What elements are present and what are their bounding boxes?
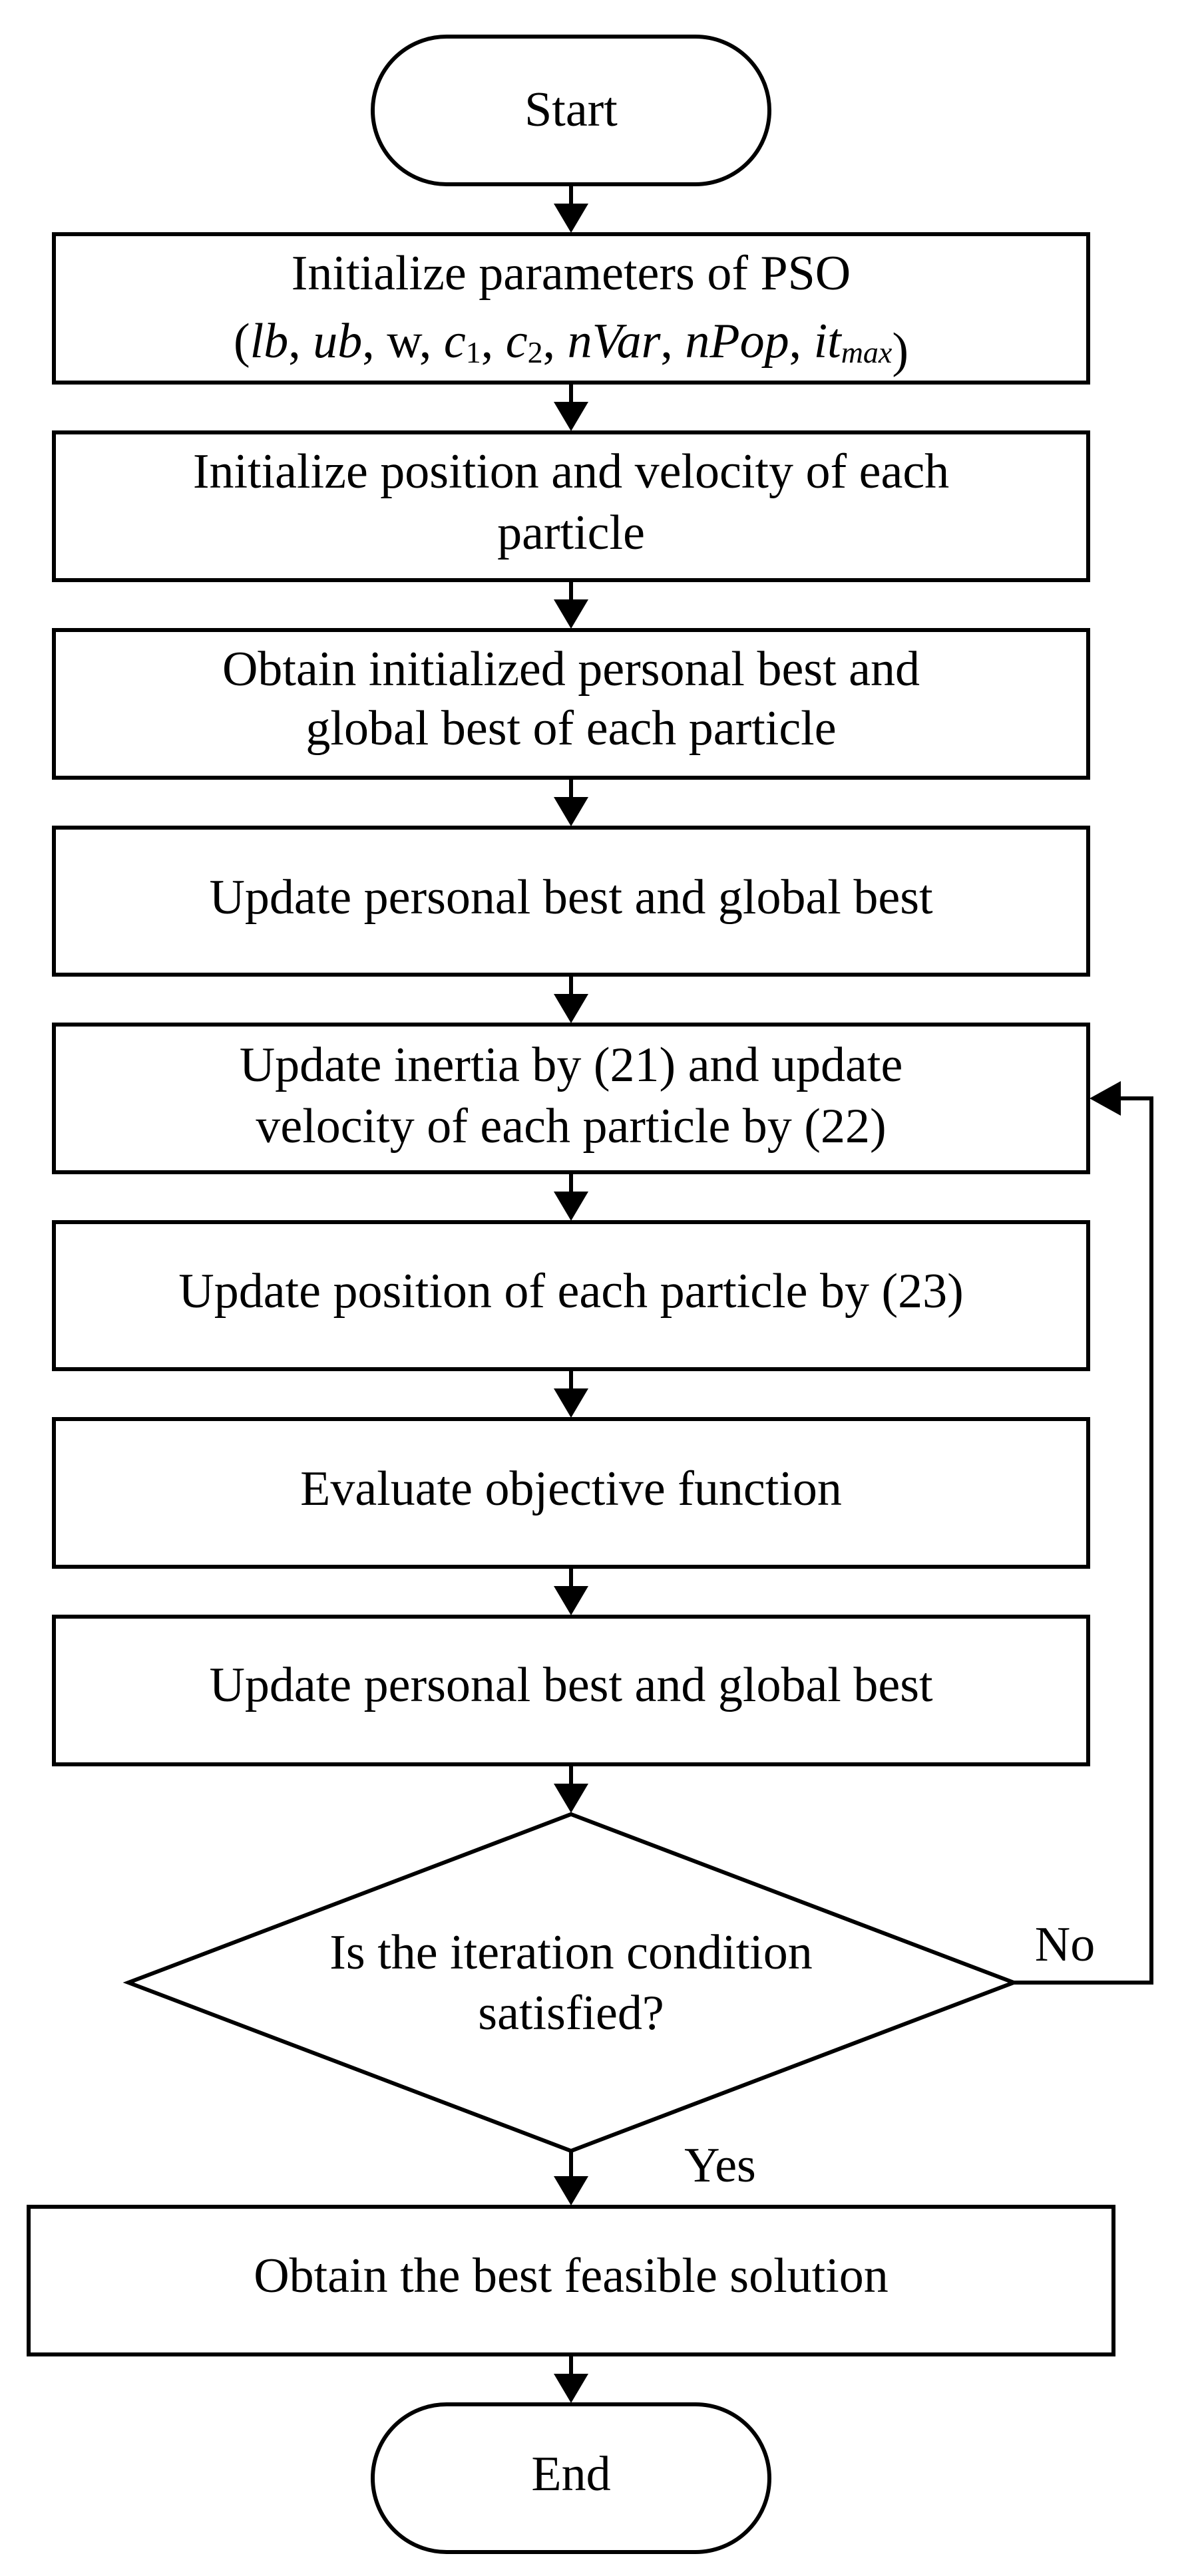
arrow-obtain-best-to-update-best xyxy=(554,778,588,826)
arrow-init-params-to-init-position xyxy=(554,383,588,431)
arrow-init-position-to-obtain-best xyxy=(554,580,588,629)
arrow-update-best-to-update-inertia xyxy=(554,975,588,1023)
obtain-initial-best-box: Obtain initialized personal best and glo… xyxy=(52,628,1090,780)
init-position-box: Initialize position and velocity of each… xyxy=(52,430,1090,582)
arrow-update-position-to-evaluate xyxy=(554,1369,588,1418)
obtain-initial-best-line1: Obtain initialized personal best and xyxy=(222,642,920,697)
arrow-start-to-init-params xyxy=(554,184,588,233)
update-position-label: Update position of each particle by (23) xyxy=(178,1264,963,1319)
decision-line2: satisfied? xyxy=(478,1986,664,2040)
update-inertia-box: Update inertia by (21) and update veloci… xyxy=(52,1023,1090,1174)
yes-edge: Yes xyxy=(554,2138,756,2205)
init-parameters-box: Initialize parameters of PSO (lb, ub, w,… xyxy=(52,232,1090,385)
parameter-nPop: nPop xyxy=(685,314,789,369)
evaluate-label: Evaluate objective function xyxy=(300,1462,842,1516)
init-position-line1: Initialize position and velocity of each xyxy=(193,444,949,499)
parameter-c-1: c xyxy=(444,314,466,369)
parameter-nVar: nVar xyxy=(568,314,662,369)
parameter-ub: ub xyxy=(313,314,362,369)
arrow-obtain-solution-to-end xyxy=(554,2354,588,2403)
init-parameters-label: Initialize parameters of PSO xyxy=(292,246,851,301)
obtain-initial-best-line2: global best of each particle xyxy=(305,701,836,756)
no-label: No xyxy=(1035,1917,1095,1972)
update-best-box-2: Update personal best and global best xyxy=(52,1615,1090,1766)
decision-diamond: Is the iteration condition satisfied? xyxy=(122,1812,1020,2154)
start-label: Start xyxy=(524,82,618,137)
start-terminal: Start xyxy=(371,35,771,186)
evaluate-box: Evaluate objective function xyxy=(52,1417,1090,1569)
init-position-line2: particle xyxy=(497,506,645,560)
parameter-c-2: c xyxy=(506,314,528,369)
update-best-label-2: Update personal best and global best xyxy=(209,1658,933,1712)
arrow-evaluate-to-update-best-2 xyxy=(554,1567,588,1615)
init-parameters-list: (lb, ub, w, c1, c2, nVar, nPop, itmax) xyxy=(234,314,908,378)
update-inertia-line1: Update inertia by (21) and update xyxy=(240,1038,903,1092)
obtain-solution-box: Obtain the best feasible solution xyxy=(27,2205,1115,2356)
parameter-lb: lb xyxy=(250,314,289,369)
update-best-label-1: Update personal best and global best xyxy=(209,870,933,925)
obtain-solution-label: Obtain the best feasible solution xyxy=(254,2249,889,2303)
end-terminal: End xyxy=(371,2402,771,2554)
parameter-it-max: it xyxy=(814,314,843,369)
decision-line1: Is the iteration condition xyxy=(329,1925,812,1980)
end-label: End xyxy=(531,2447,610,2501)
arrow-update-inertia-to-update-position xyxy=(554,1172,588,1221)
update-inertia-line2: velocity of each particle by (22) xyxy=(256,1099,886,1154)
arrow-update-best-2-to-decision xyxy=(554,1764,588,1813)
yes-label: Yes xyxy=(684,2138,756,2193)
parameter-w: w xyxy=(387,314,423,369)
no-loop-edge: No xyxy=(1014,1081,1153,1985)
update-best-box-1: Update personal best and global best xyxy=(52,826,1090,977)
update-position-box: Update position of each particle by (23) xyxy=(52,1220,1090,1371)
